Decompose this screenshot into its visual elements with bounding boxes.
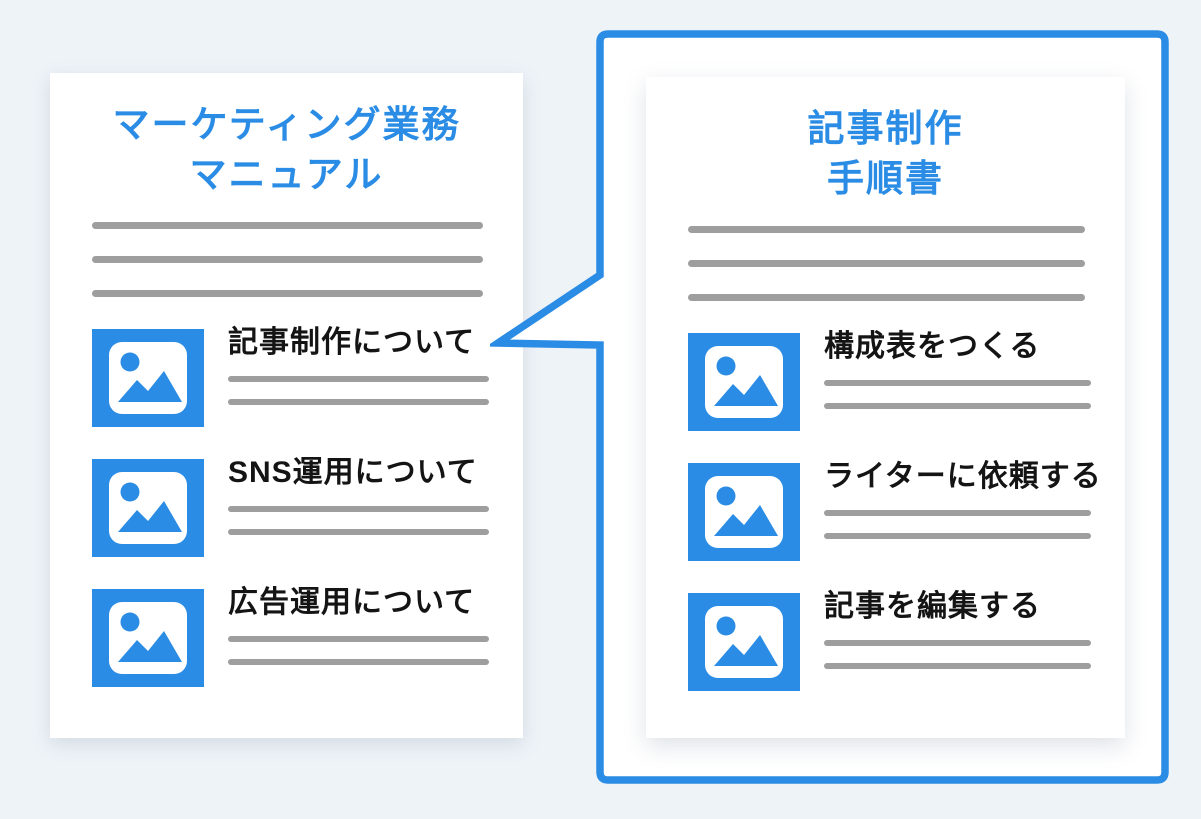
text-line-placeholder bbox=[228, 659, 489, 665]
list-item: 広告運用について bbox=[92, 586, 489, 687]
list-item: 構成表をつくる bbox=[688, 330, 1091, 431]
text-line-placeholder bbox=[228, 636, 489, 642]
list-item-body: 記事を編集する bbox=[824, 590, 1091, 669]
image-icon bbox=[688, 333, 800, 431]
text-line-placeholder bbox=[92, 290, 483, 297]
text-line-placeholder bbox=[688, 226, 1085, 233]
right-document-title-line1: 記事制作 bbox=[807, 108, 964, 149]
list-item-lines bbox=[824, 510, 1091, 539]
list-item-lines bbox=[824, 380, 1091, 409]
text-line-placeholder bbox=[228, 376, 489, 382]
right-document-header-lines bbox=[688, 226, 1085, 301]
text-line-placeholder bbox=[824, 663, 1091, 669]
list-item-label: 記事制作について bbox=[228, 326, 476, 359]
left-document-title: マーケティング業務 マニュアル bbox=[50, 100, 523, 200]
list-item-lines bbox=[228, 376, 489, 405]
list-item-label: 広告運用について bbox=[228, 586, 476, 619]
left-document-title-line1: マーケティング業務 bbox=[112, 104, 461, 145]
list-item: SNS運用について bbox=[92, 456, 489, 557]
right-document-title: 記事制作 手順書 bbox=[646, 104, 1125, 204]
left-document-header-lines bbox=[92, 222, 483, 297]
list-item-body: 広告運用について bbox=[228, 586, 489, 665]
list-item: 記事を編集する bbox=[688, 590, 1091, 691]
right-document-title-line2: 手順書 bbox=[827, 158, 944, 199]
text-line-placeholder bbox=[228, 506, 489, 512]
text-line-placeholder bbox=[228, 529, 489, 535]
left-document-title-line2: マニュアル bbox=[189, 154, 384, 195]
text-line-placeholder bbox=[688, 294, 1085, 301]
image-icon bbox=[688, 463, 800, 561]
list-item-lines bbox=[228, 636, 489, 665]
list-item-body: 構成表をつくる bbox=[824, 330, 1091, 409]
left-document-items: 記事制作について SNS運用について bbox=[50, 326, 523, 687]
text-line-placeholder bbox=[824, 533, 1091, 539]
text-line-placeholder bbox=[824, 510, 1091, 516]
article-procedure-document: 記事制作 手順書 構成表をつくる bbox=[646, 77, 1125, 738]
list-item-label: 記事を編集する bbox=[824, 590, 1041, 623]
text-line-placeholder bbox=[92, 256, 483, 263]
image-icon bbox=[688, 593, 800, 691]
text-line-placeholder bbox=[824, 640, 1091, 646]
list-item-label: ライターに依頼する bbox=[824, 460, 1102, 493]
list-item-lines bbox=[228, 506, 489, 535]
list-item: 記事制作について bbox=[92, 326, 489, 427]
text-line-placeholder bbox=[824, 403, 1091, 409]
text-line-placeholder bbox=[688, 260, 1085, 267]
image-icon bbox=[92, 329, 204, 427]
image-icon bbox=[92, 589, 204, 687]
list-item-label: 構成表をつくる bbox=[824, 330, 1041, 363]
right-document-items: 構成表をつくる ライターに依頼する bbox=[646, 330, 1125, 691]
list-item-body: 記事制作について bbox=[228, 326, 489, 405]
list-item-label: SNS運用について bbox=[228, 456, 478, 489]
text-line-placeholder bbox=[228, 399, 489, 405]
image-icon bbox=[92, 459, 204, 557]
list-item-body: SNS運用について bbox=[228, 456, 489, 535]
text-line-placeholder bbox=[824, 380, 1091, 386]
text-line-placeholder bbox=[92, 222, 483, 229]
list-item-body: ライターに依頼する bbox=[824, 460, 1102, 539]
marketing-manual-document: マーケティング業務 マニュアル 記事制作について bbox=[50, 73, 523, 738]
list-item: ライターに依頼する bbox=[688, 460, 1102, 561]
list-item-lines bbox=[824, 640, 1091, 669]
